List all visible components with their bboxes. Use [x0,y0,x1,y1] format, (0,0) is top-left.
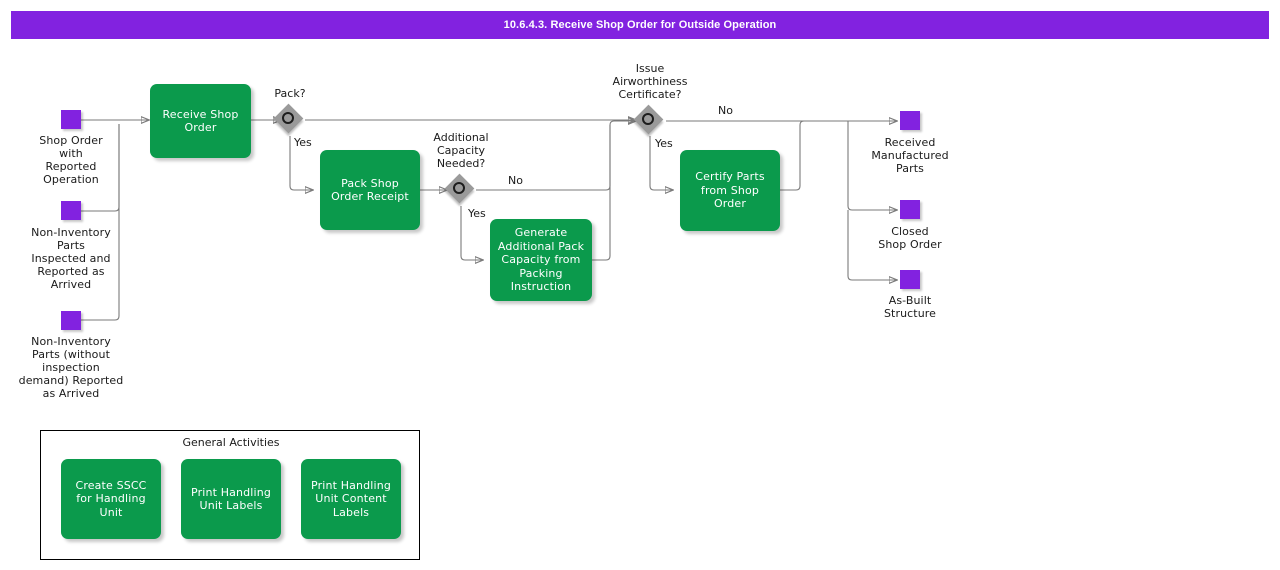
gateway-label-pack: Pack? [274,87,306,100]
task-print-handling-unit-labels[interactable]: Print Handling Unit Labels [181,459,281,539]
gateway-additional-capacity[interactable] [444,173,476,205]
gateway-issue-airworthiness-certificate[interactable] [633,104,665,136]
start-event-label-non-inventory-no-inspection: Non-Inventory Parts (without inspection … [18,335,124,400]
task-pack-shop-order-receipt[interactable]: Pack Shop Order Receipt [320,150,420,230]
end-event-received-manufactured-parts[interactable] [900,111,920,130]
general-activities-group: General Activities Create SSCC for Handl… [40,430,420,560]
start-event-non-inventory-parts-without-inspection[interactable] [61,311,81,330]
task-certify-parts-from-shop-order[interactable]: Certify Parts from Shop Order [680,150,780,231]
task-print-handling-unit-content-labels[interactable]: Print Handling Unit Content Labels [301,459,401,539]
end-event-closed-shop-order[interactable] [900,200,920,219]
task-generate-additional-pack-capacity[interactable]: Generate Additional Pack Capacity from P… [490,219,592,301]
gateway-circle-icon [453,182,465,194]
start-event-label-non-inventory-inspected: Non-Inventory Parts Inspected and Report… [31,226,111,291]
edge-label-airworthiness-yes: Yes [653,137,675,150]
page-title: 10.6.4.3. Receive Shop Order for Outside… [11,11,1269,39]
gateway-label-issue-airworthiness: Issue Airworthiness Certificate? [612,62,688,101]
end-event-as-built-structure[interactable] [900,270,920,289]
end-event-label-closed-shop-order: Closed Shop Order [878,225,942,251]
gateway-pack[interactable] [273,103,305,135]
gateway-circle-icon [282,112,294,124]
edge-label-capacity-yes: Yes [466,207,488,220]
end-event-label-as-built-structure: As-Built Structure [883,294,937,320]
edge-label-airworthiness-no: No [716,104,735,117]
start-event-non-inventory-parts-inspected[interactable] [61,201,81,220]
gateway-circle-icon [642,113,654,125]
gateway-label-additional-capacity: Additional Capacity Needed? [433,131,489,170]
end-event-label-received-manufactured-parts: Received Manufactured Parts [871,136,949,175]
task-create-sscc-for-handling-unit[interactable]: Create SSCC for Handling Unit [61,459,161,539]
edge-label-capacity-no: No [506,174,525,187]
general-activities-title: General Activities [182,436,280,449]
start-event-label-shop-order: Shop Order with Reported Operation [39,134,103,186]
start-event-shop-order-with-reported-operation[interactable] [61,110,81,129]
task-receive-shop-order[interactable]: Receive Shop Order [150,84,251,158]
edge-label-pack-yes: Yes [292,136,314,149]
